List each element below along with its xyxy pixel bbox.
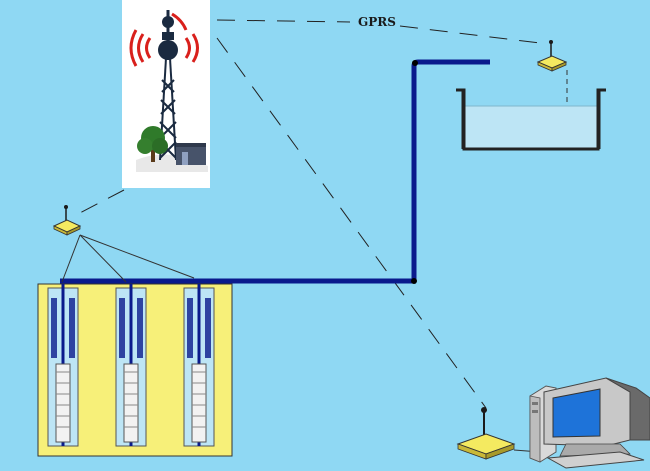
monitor-screen (552, 388, 601, 438)
monitoring-computer (529, 377, 650, 469)
tower-to-pc-link (216, 37, 487, 409)
well-pumps (37, 283, 233, 457)
wireless-links (75, 19, 549, 409)
gprs-link-a (216, 19, 351, 23)
equipment-building-icon (176, 143, 206, 165)
monitor-icon (543, 377, 650, 457)
pump-body (123, 363, 139, 443)
wireless-modem-tank (536, 40, 571, 143)
water-tank (456, 88, 606, 151)
borehole-pump-icon (47, 284, 79, 447)
tower-antenna-head (129, 10, 199, 67)
pipe-joint (411, 278, 417, 284)
cell-tower (122, 0, 210, 188)
pipe-joint-top (412, 60, 418, 66)
pump-body (191, 363, 207, 443)
keyboard-icon (546, 451, 645, 469)
tree-icon (137, 126, 168, 162)
wireless-modem-wells (52, 205, 195, 283)
wireless-modem-pc (456, 407, 541, 460)
tower-to-wells-link (75, 189, 125, 216)
pump-body (55, 363, 71, 443)
gprs-label: GPRS (358, 15, 396, 29)
borehole-pump-icon (183, 284, 215, 447)
borehole-pump-icon (115, 284, 147, 447)
gprs-link-b (399, 25, 549, 45)
tank-water (463, 106, 599, 148)
